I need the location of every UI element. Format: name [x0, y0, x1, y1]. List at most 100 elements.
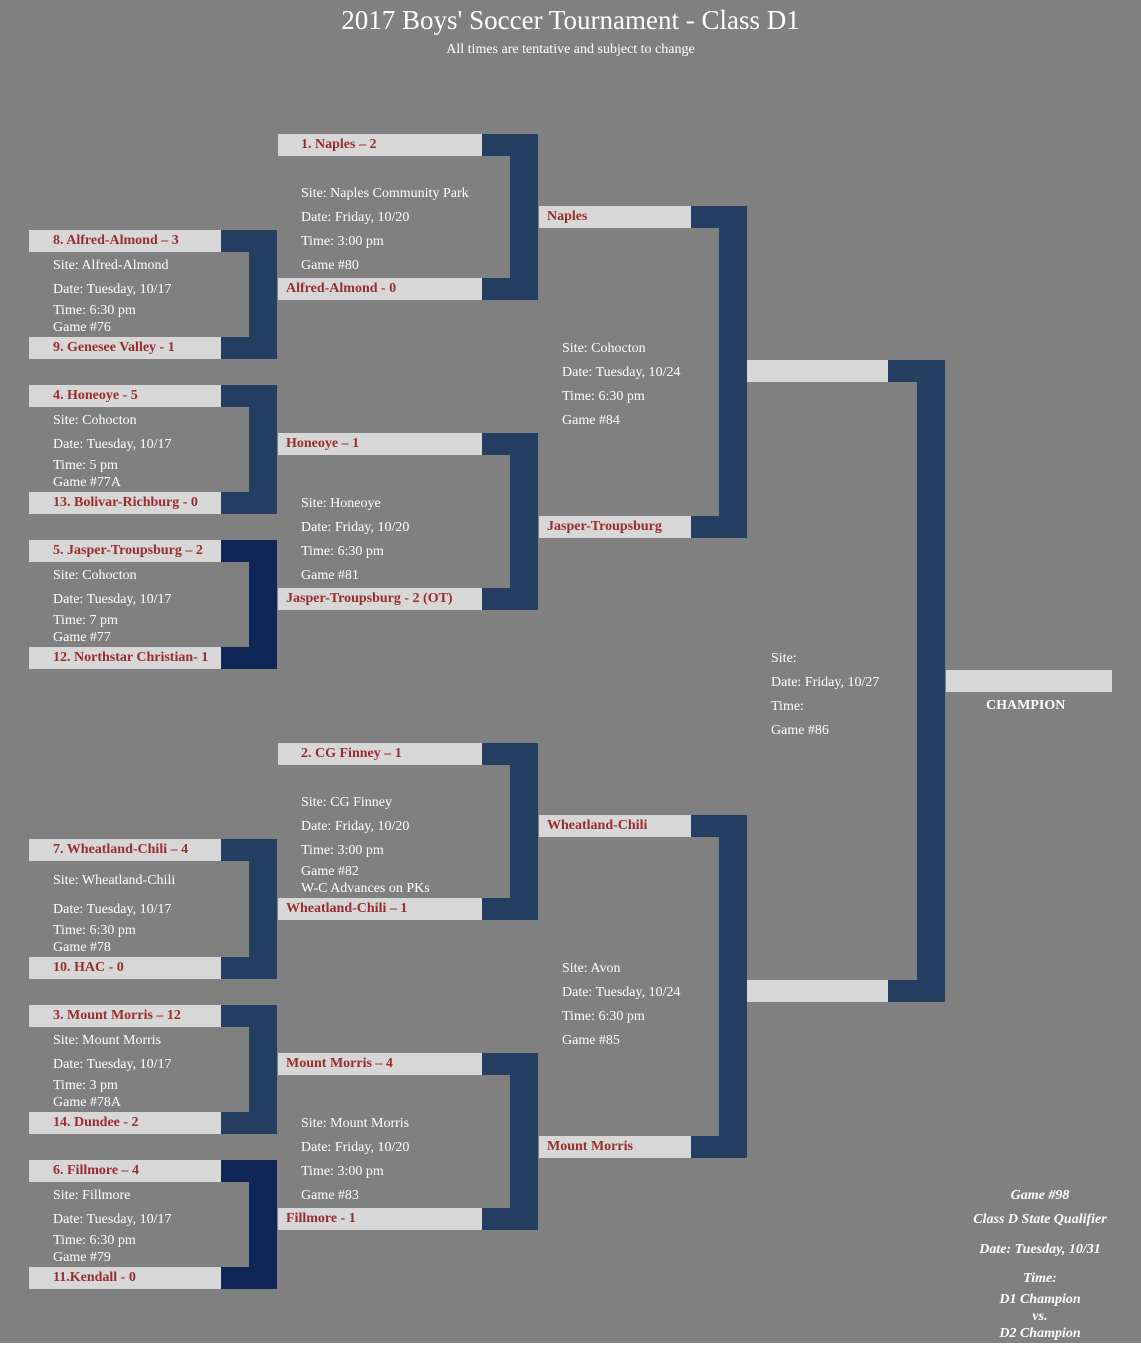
r2-game3-top-team[interactable]: 2. CG Finney – 1	[278, 743, 482, 765]
r3-game1-time: Time: 6:30 pm	[562, 389, 645, 404]
r1-game2-date: Date: Tuesday, 10/17	[53, 437, 172, 452]
final-name: Class D State Qualifier	[973, 1212, 1107, 1227]
r2-game1-bar	[510, 134, 538, 300]
r4-top-team[interactable]	[747, 360, 888, 382]
r1-game4-game: Game #78	[53, 940, 111, 955]
r1-game2-bar	[249, 385, 277, 514]
r2-game2-top-team[interactable]: Honeoye – 1	[278, 433, 482, 455]
r3-game1-date: Date: Tuesday, 10/24	[562, 365, 681, 380]
r4-game-site: Site:	[771, 651, 797, 666]
final-time: Time:	[1023, 1271, 1057, 1286]
r2-game3-note: W-C Advances on PKs	[301, 881, 430, 896]
r3-game1-top-team[interactable]: Naples	[539, 206, 691, 228]
r1-game1-top-team[interactable]: 8. Alfred-Almond – 3	[29, 230, 221, 252]
r1-game6-site: Site: Fillmore	[53, 1188, 131, 1203]
r3-game1-bar	[719, 206, 747, 538]
r4-game-bar	[917, 360, 945, 1002]
champion-label: CHAMPION	[986, 698, 1066, 713]
r1-game4-date: Date: Tuesday, 10/17	[53, 902, 172, 917]
r2-game3-bottom-team[interactable]: Wheatland-Chili – 1	[278, 898, 482, 920]
r1-game4-bar	[249, 839, 277, 979]
r1-game4-time: Time: 6:30 pm	[53, 923, 136, 938]
r1-game3-site: Site: Cohocton	[53, 568, 137, 583]
r1-game5-game: Game #78A	[53, 1095, 122, 1110]
r1-game5-site: Site: Mount Morris	[53, 1033, 162, 1048]
r1-game3-top-team[interactable]: 5. Jasper-Troupsburg – 2	[29, 540, 221, 562]
r1-game6-bar	[249, 1160, 277, 1289]
r2-game1-bottom-team[interactable]: Alfred-Almond - 0	[278, 278, 482, 300]
r4-game-date: Date: Friday, 10/27	[771, 675, 880, 690]
r1-game3-bottom-team[interactable]: 12. Northstar Christian- 1	[29, 647, 221, 669]
r1-game2-bottom-team[interactable]: 13. Bolivar-Richburg - 0	[29, 492, 221, 514]
r2-game2-site: Site: Honeoye	[301, 496, 381, 511]
r1-game6-game: Game #79	[53, 1250, 111, 1265]
r2-game1-time: Time: 3:00 pm	[301, 234, 384, 249]
r1-game3-date: Date: Tuesday, 10/17	[53, 592, 172, 607]
r1-game3-game: Game #77	[53, 630, 111, 645]
r2-game3-site: Site: CG Finney	[301, 795, 393, 810]
r2-game4-time: Time: 3:00 pm	[301, 1164, 384, 1179]
r1-game1-site: Site: Alfred-Almond	[53, 258, 169, 273]
r2-game2-bar	[510, 433, 538, 610]
final-line2: vs.	[1032, 1309, 1048, 1324]
r2-game3-time: Time: 3:00 pm	[301, 843, 384, 858]
r1-game1-game: Game #76	[53, 320, 111, 335]
r1-game6-date: Date: Tuesday, 10/17	[53, 1212, 172, 1227]
r2-game2-time: Time: 6:30 pm	[301, 544, 384, 559]
r1-game4-top-team[interactable]: 7. Wheatland-Chili – 4	[29, 839, 221, 861]
r3-game1-bottom-team[interactable]: Jasper-Troupsburg	[539, 516, 691, 538]
r2-game2-bottom-team[interactable]: Jasper-Troupsburg - 2 (OT)	[278, 588, 482, 610]
r1-game1-bar	[249, 230, 277, 359]
r1-game3-bar	[249, 540, 277, 669]
r2-game1-date: Date: Friday, 10/20	[301, 210, 410, 225]
r4-bottom-team[interactable]	[747, 980, 888, 1002]
r2-game4-top-team[interactable]: Mount Morris – 4	[278, 1053, 482, 1075]
r1-game2-top-team[interactable]: 4. Honeoye - 5	[29, 385, 221, 407]
final-line1: D1 Champion	[999, 1292, 1081, 1307]
r1-game5-date: Date: Tuesday, 10/17	[53, 1057, 172, 1072]
r2-game2-date: Date: Friday, 10/20	[301, 520, 410, 535]
r1-game6-bottom-team[interactable]: 11.Kendall - 0	[29, 1267, 221, 1289]
r2-game1-game: Game #80	[301, 258, 359, 273]
r3-game2-bar	[719, 815, 747, 1158]
r1-game4-bottom-team[interactable]: 10. HAC - 0	[29, 957, 221, 979]
r1-game4-site: Site: Wheatland-Chili	[53, 873, 176, 888]
r1-game6-top-team[interactable]: 6. Fillmore – 4	[29, 1160, 221, 1182]
r3-game2-bottom-team[interactable]: Mount Morris	[539, 1136, 691, 1158]
final-line3: D2 Champion	[999, 1326, 1081, 1341]
page-title: 2017 Boys' Soccer Tournament - Class D1	[341, 5, 800, 35]
r3-game1-site: Site: Cohocton	[562, 341, 646, 356]
r2-game3-bar	[510, 743, 538, 920]
r1-game5-bottom-team[interactable]: 14. Dundee - 2	[29, 1112, 221, 1134]
page-subtitle: All times are tentative and subject to c…	[446, 42, 695, 57]
r1-game5-top-team[interactable]: 3. Mount Morris – 12	[29, 1005, 221, 1027]
r1-game2-game: Game #77A	[53, 475, 122, 490]
r1-game3-time: Time: 7 pm	[53, 613, 118, 628]
r3-game2-time: Time: 6:30 pm	[562, 1009, 645, 1024]
r1-game1-date: Date: Tuesday, 10/17	[53, 282, 172, 297]
r2-game1-site: Site: Naples Community Park	[301, 186, 469, 201]
r3-game2-game: Game #85	[562, 1033, 620, 1048]
r2-game4-bottom-team[interactable]: Fillmore - 1	[278, 1208, 482, 1230]
r1-game2-site: Site: Cohocton	[53, 413, 137, 428]
r1-game1-time: Time: 6:30 pm	[53, 303, 136, 318]
r3-game1-game: Game #84	[562, 413, 620, 428]
r1-game1-bottom-team[interactable]: 9. Genesee Valley - 1	[29, 337, 221, 359]
r4-game-game: Game #86	[771, 723, 829, 738]
r2-game4-game: Game #83	[301, 1188, 359, 1203]
r2-game4-site: Site: Mount Morris	[301, 1116, 410, 1131]
r2-game3-game: Game #82	[301, 864, 359, 879]
r2-game4-date: Date: Friday, 10/20	[301, 1140, 410, 1155]
champion-slot[interactable]	[946, 670, 1112, 692]
r1-game5-bar	[249, 1005, 277, 1134]
r2-game2-game: Game #81	[301, 568, 359, 583]
r2-game3-date: Date: Friday, 10/20	[301, 819, 410, 834]
final-date: Date: Tuesday, 10/31	[979, 1242, 1101, 1257]
r2-game1-top-team[interactable]: 1. Naples – 2	[278, 134, 482, 156]
r3-game2-top-team[interactable]: Wheatland-Chili	[539, 815, 691, 837]
r1-game2-time: Time: 5 pm	[53, 458, 118, 473]
final-game: Game #98	[1010, 1188, 1070, 1203]
r3-game2-site: Site: Avon	[562, 961, 621, 976]
r3-game2-date: Date: Tuesday, 10/24	[562, 985, 681, 1000]
